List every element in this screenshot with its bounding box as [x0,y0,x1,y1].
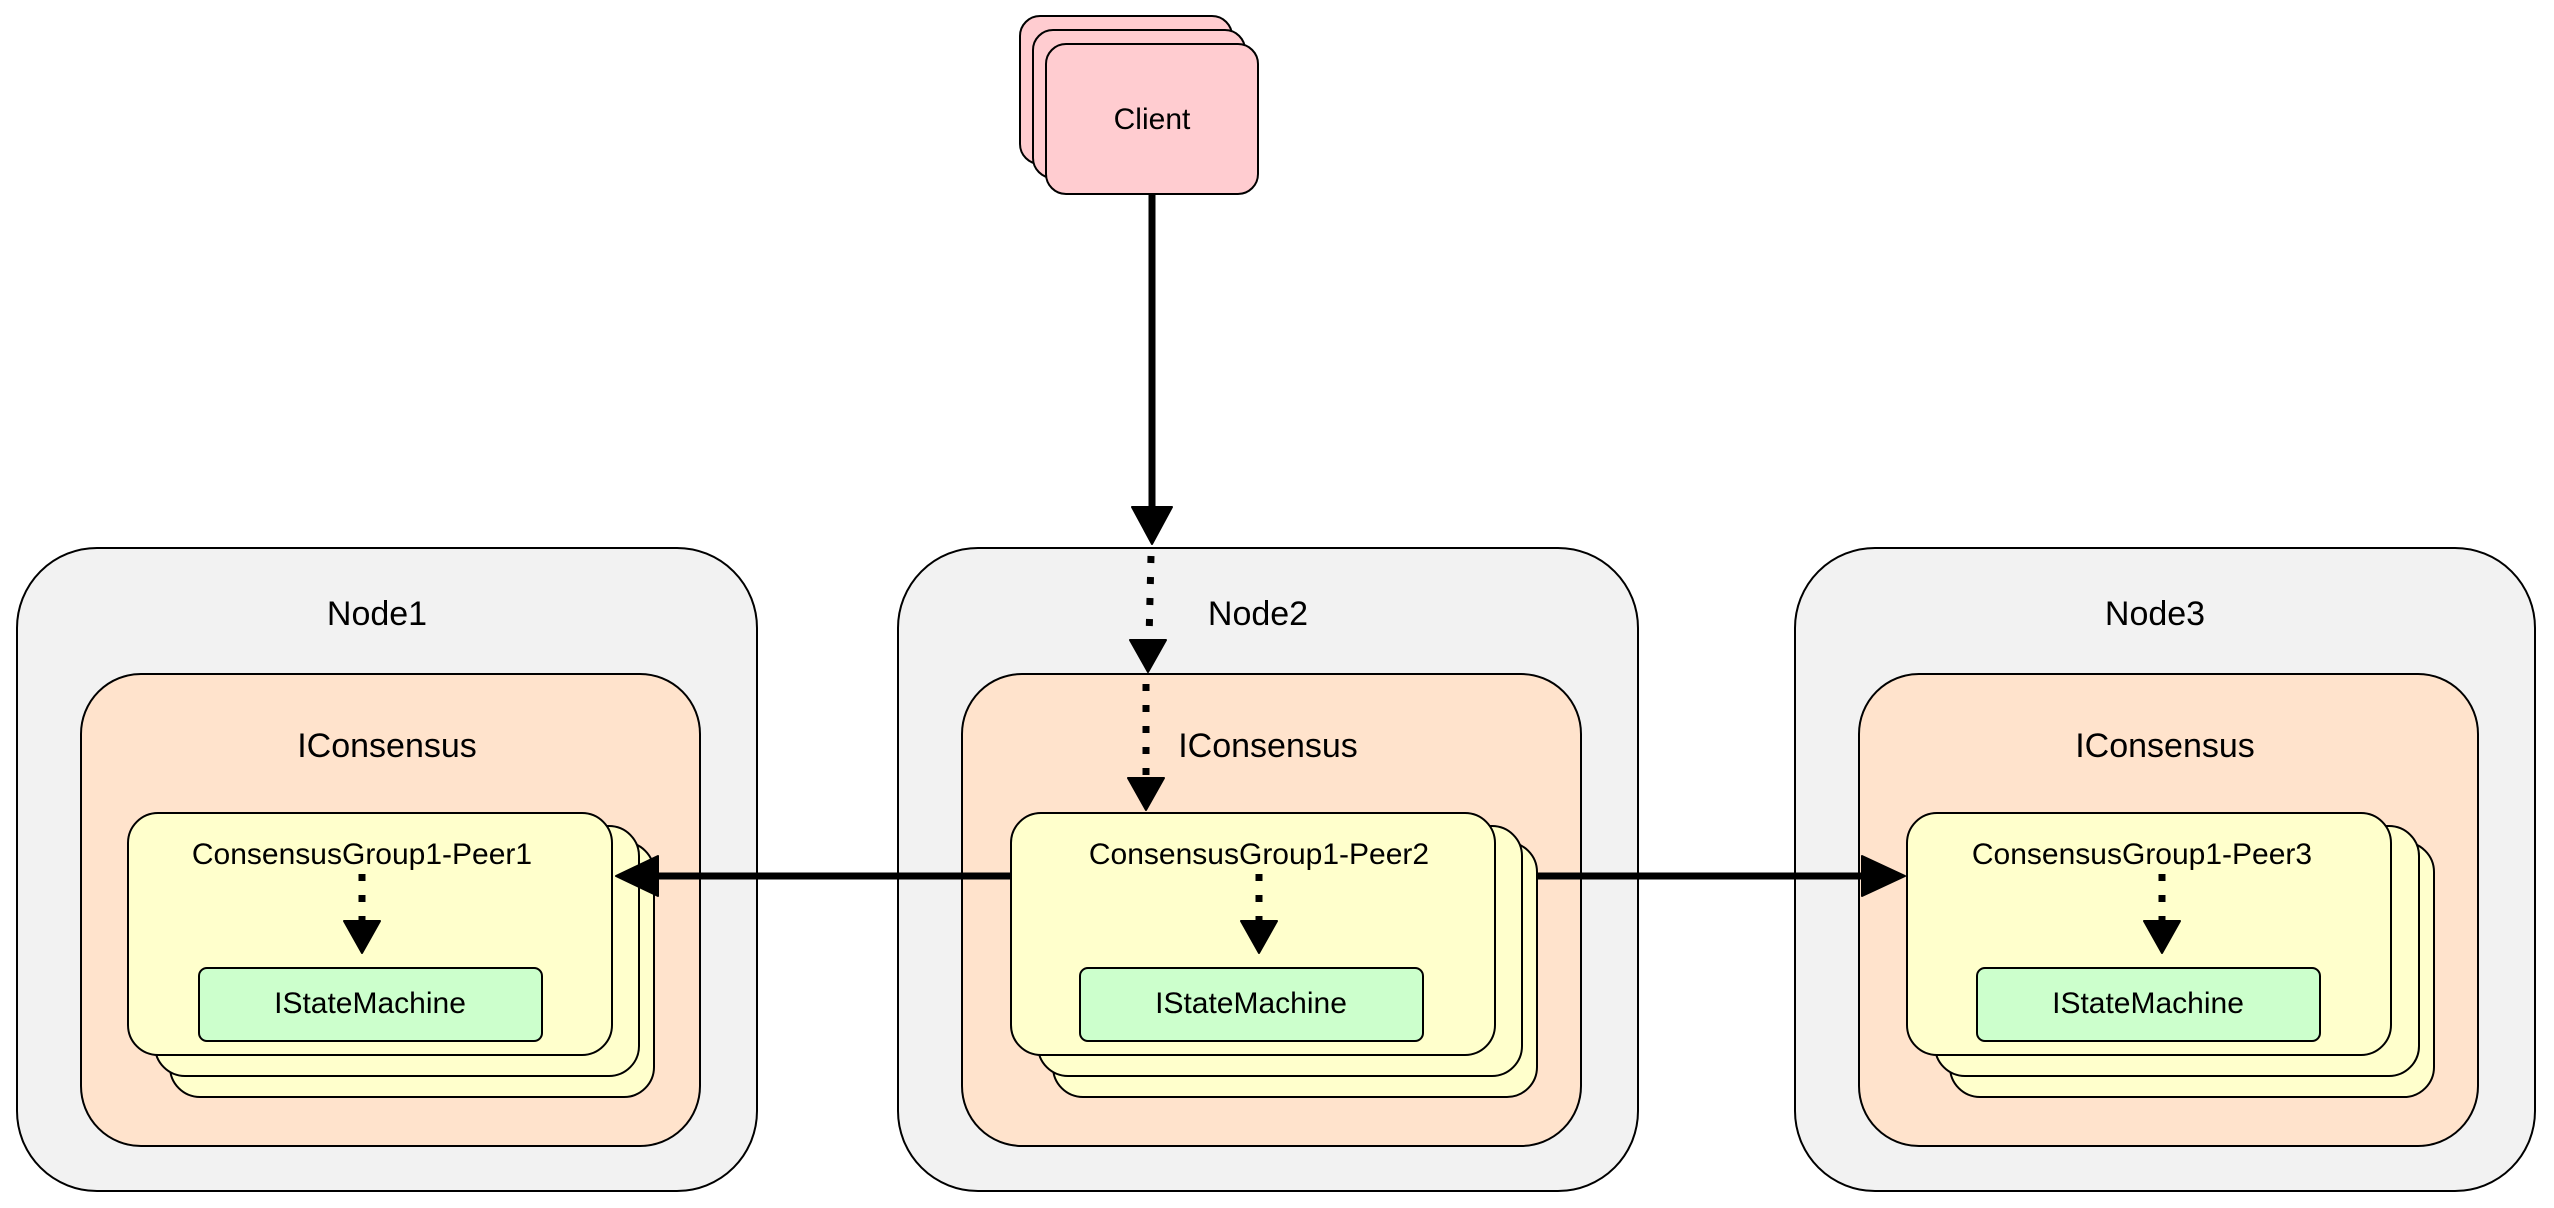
node-2-peer-to-statemachine-arrowhead [1240,920,1278,954]
node-1-title: Node1 [327,595,427,633]
node-2: Node2 IConsensus ConsensusGroup1-Peer2 I… [897,547,1639,1192]
node-2-title: Node2 [1208,595,1308,633]
node-1-consensus-label: IConsensus [297,727,477,765]
node-3: Node3 IConsensus ConsensusGroup1-Peer3 I… [1794,547,2536,1192]
client-label: Client [1114,103,1191,136]
peer-2-to-peer-1-arrowhead [615,855,659,897]
node-3-title: Node3 [2105,595,2205,633]
node-2-to-consensus-arrowhead [1129,639,1167,673]
client: Client [1019,15,1259,195]
node-3-peer-label: ConsensusGroup1-Peer3 [1972,838,2312,871]
client-to-node-2-arrowhead [1131,506,1173,545]
node-2-state-machine-label: IStateMachine [1155,987,1347,1020]
node-2-consensus-label: IConsensus [1178,727,1358,765]
peer-2-to-peer-3-arrowhead [1861,855,1906,897]
node-1: Node1 IConsensus ConsensusGroup1-Peer1 I… [16,547,758,1192]
node-3-state-machine-box [1976,967,2321,1042]
node-3-peer-to-statemachine-arrowhead [2143,920,2181,954]
node-1-state-machine-box [198,967,543,1042]
node-3-state-machine-label: IStateMachine [2052,987,2244,1020]
consensus-to-peer-2-arrowhead [1127,777,1165,811]
node-3-consensus-label: IConsensus [2075,727,2255,765]
node-1-state-machine-label: IStateMachine [274,987,466,1020]
node-2-state-machine-box [1079,967,1424,1042]
node-1-peer-to-statemachine-arrowhead [343,920,381,954]
node-2-peer-label: ConsensusGroup1-Peer2 [1089,838,1429,871]
node-1-peer-label: ConsensusGroup1-Peer1 [192,838,532,871]
node-2-to-consensus-edge [1145,555,1155,641]
